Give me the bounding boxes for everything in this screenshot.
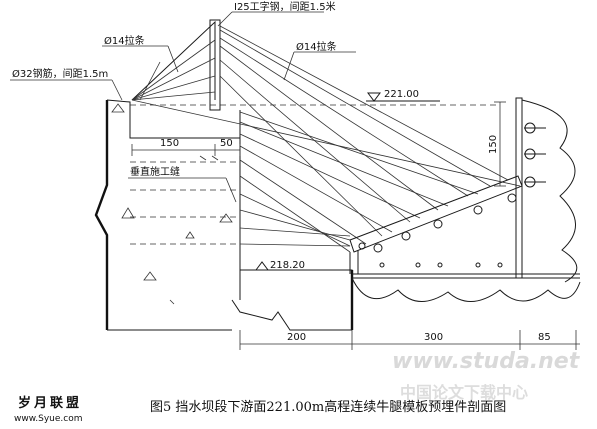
elevation-218: 218.20 xyxy=(244,260,320,271)
logo-url: www.Syue.com xyxy=(14,414,82,424)
dim-right-vertical: 150 xyxy=(488,101,506,187)
bottom-formwork xyxy=(351,262,581,302)
dim-top-left: 150 50 xyxy=(131,138,241,156)
elevation-top-label: 221.00 xyxy=(384,89,419,100)
annotations: I25工字钢，间距1.5米 Ø14拉条 Ø14拉条 Ø32钢筋，间距1.5m 垂… xyxy=(10,0,356,203)
dam-left-edge xyxy=(94,100,109,330)
tie-rods xyxy=(131,25,521,253)
corbel-formwork xyxy=(349,175,523,274)
dim-200: 200 xyxy=(287,332,306,343)
dim-50: 50 xyxy=(220,138,233,149)
elevation-221: 221.00 xyxy=(366,89,440,102)
label-i-beam: I25工字钢，间距1.5米 xyxy=(234,0,336,13)
soil-edge-bottom xyxy=(351,277,581,302)
logo-name: 岁月联盟 xyxy=(18,395,82,411)
construction-joints xyxy=(130,104,500,245)
concrete-hatching xyxy=(111,103,233,305)
dim-300: 300 xyxy=(424,332,443,343)
right-formwork xyxy=(515,97,578,283)
break-line xyxy=(231,299,352,331)
label-steel-pipe: Ø32钢筋，间距1.5m xyxy=(12,67,108,80)
soil-edge-right xyxy=(521,99,578,283)
dim-bottom: 200 300 85 xyxy=(239,330,580,350)
label-tie-rod-left: Ø14拉条 xyxy=(104,34,145,47)
dim-85: 85 xyxy=(538,332,551,343)
i-beam-post xyxy=(209,19,221,111)
dim-150-vertical: 150 xyxy=(488,135,499,154)
elevation-bottom-label: 218.20 xyxy=(270,260,305,271)
label-tie-rod-right: Ø14拉条 xyxy=(296,40,337,53)
form-bolts xyxy=(358,193,517,253)
vertical-bolts xyxy=(524,122,546,188)
watermark-site: www.studa.net xyxy=(392,349,581,374)
top-truss xyxy=(131,19,221,111)
label-construction-joint: 垂直施工缝 xyxy=(130,165,180,178)
dam-body xyxy=(94,99,354,331)
truss-frame xyxy=(131,20,216,101)
dam-face xyxy=(239,110,353,282)
watermark-cn: 中国论文下载中心 xyxy=(400,383,528,402)
inclined-form xyxy=(349,175,523,253)
dim-150-horizontal: 150 xyxy=(160,138,179,149)
figure-caption: 图5 挡水坝段下游面221.00m高程连续牛腿模板预埋件剖面图 xyxy=(150,399,506,415)
bottom-bolts xyxy=(379,262,503,268)
